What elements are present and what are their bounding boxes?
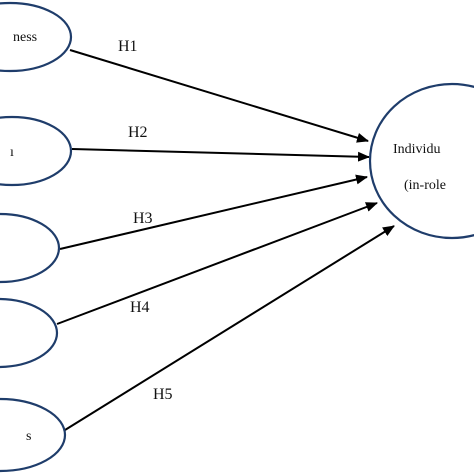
- edge-label-h2: H2: [128, 124, 148, 141]
- edge-h3: [59, 174, 368, 250]
- node-n5-label: s: [26, 429, 31, 444]
- node-n4-shape: [0, 297, 59, 369]
- edge-h4: [56, 202, 378, 325]
- node-n1-shape: [0, 1, 73, 73]
- node-n3-shape: [0, 212, 61, 284]
- edge-label-h4: H4: [130, 299, 150, 316]
- node-n3: [0, 212, 61, 284]
- edge-label-h5: H5: [153, 386, 173, 403]
- node-target-shape: [368, 82, 474, 240]
- node-n2-shape: [0, 115, 73, 187]
- node-target: Individu (in-role: [368, 82, 474, 240]
- edge-h1: [69, 49, 369, 143]
- node-target-label-line1: Individu: [393, 142, 440, 157]
- node-n5: s: [0, 397, 67, 473]
- node-n1: ness: [0, 1, 73, 73]
- edge-label-h1: H1: [118, 38, 138, 55]
- node-n5-shape: [0, 397, 67, 473]
- edge-h5: [64, 225, 395, 431]
- node-n4: [0, 297, 59, 369]
- node-n1-label: ness: [13, 30, 37, 45]
- node-n2-label: ı: [10, 145, 14, 160]
- node-target-label-line2: (in-role: [404, 178, 446, 193]
- edge-label-h3: H3: [133, 210, 153, 227]
- node-n2: ı: [0, 115, 73, 187]
- edge-h2: [71, 148, 370, 162]
